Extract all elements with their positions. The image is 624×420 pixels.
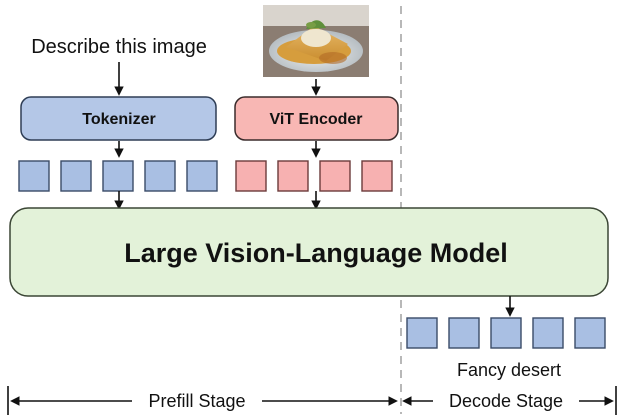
output-token-2	[448, 317, 480, 349]
vision-language-model-box	[9, 207, 609, 297]
decode-stage-label: Decode Stage	[449, 391, 563, 411]
text-token-3	[102, 160, 134, 192]
decode-stage-span	[402, 386, 617, 415]
image-token-2	[277, 160, 309, 192]
text-token-5	[186, 160, 218, 192]
tokenizer-label: Tokenizer	[82, 111, 156, 128]
vit-encoder-label: ViT Encoder	[269, 111, 362, 128]
output-token-3	[490, 317, 522, 349]
vision-language-model-label: Large Vision-Language Model	[124, 238, 508, 268]
prompt-text: Describe this image	[31, 36, 207, 58]
image-token-4	[361, 160, 393, 192]
output-token-4	[532, 317, 564, 349]
output-token-5	[574, 317, 606, 349]
output-text: Fancy desert	[457, 360, 561, 380]
text-token-2	[60, 160, 92, 192]
vit-encoder-box	[234, 96, 399, 141]
image-token-1	[235, 160, 267, 192]
tokenizer-box	[20, 96, 217, 141]
prefill-stage-span	[7, 386, 398, 415]
text-token-1	[18, 160, 50, 192]
image-token-3	[319, 160, 351, 192]
prefill-stage-label: Prefill Stage	[148, 391, 245, 411]
text-token-4	[144, 160, 176, 192]
output-token-1	[406, 317, 438, 349]
dessert-image	[263, 5, 369, 77]
